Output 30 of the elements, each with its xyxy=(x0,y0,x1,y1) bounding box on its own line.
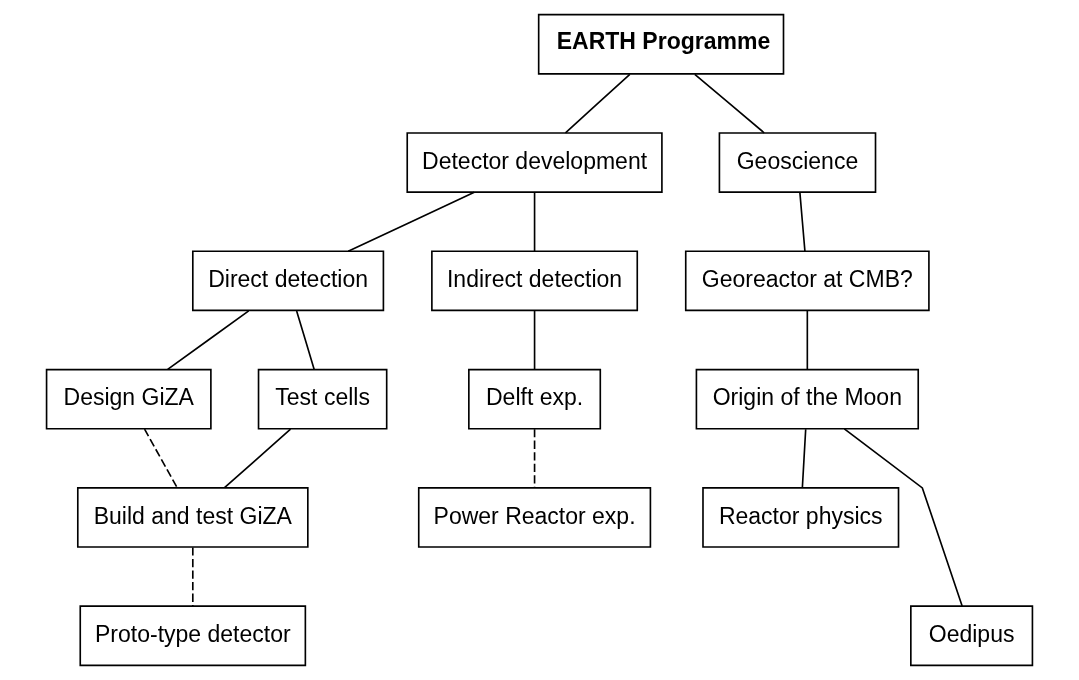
connector xyxy=(564,73,631,134)
connector xyxy=(843,428,963,607)
node-box: Reactor physics xyxy=(702,487,900,548)
connector xyxy=(533,428,536,489)
connector xyxy=(806,310,809,371)
node-box: Oedipus xyxy=(910,605,1034,667)
connector xyxy=(799,191,806,252)
connector xyxy=(192,546,194,607)
connector xyxy=(533,191,536,252)
connector xyxy=(223,428,292,489)
node-box: Detector development xyxy=(406,132,663,193)
node-box: Direct detection xyxy=(192,250,385,312)
connector xyxy=(801,428,807,489)
connector xyxy=(143,428,178,489)
node-box: Geoscience xyxy=(718,132,877,193)
node-box: Test cells xyxy=(257,368,388,430)
node-box: Power Reactor exp. xyxy=(417,487,652,548)
connector xyxy=(694,73,765,134)
connector xyxy=(533,310,536,371)
node-box: Origin of the Moon xyxy=(695,368,920,430)
connector xyxy=(295,310,315,371)
connector xyxy=(166,310,250,371)
node-box: Proto-type detector xyxy=(79,605,307,667)
node-box: Build and test GiZA xyxy=(76,487,309,548)
connector xyxy=(347,191,476,252)
node-box: EARTH Programme xyxy=(537,13,785,75)
node-box: Indirect detection xyxy=(431,250,639,312)
node-box: Design GiZA xyxy=(45,368,212,430)
node-box: Georeactor at CMB? xyxy=(684,250,930,312)
node-box: Delft exp. xyxy=(468,368,602,430)
